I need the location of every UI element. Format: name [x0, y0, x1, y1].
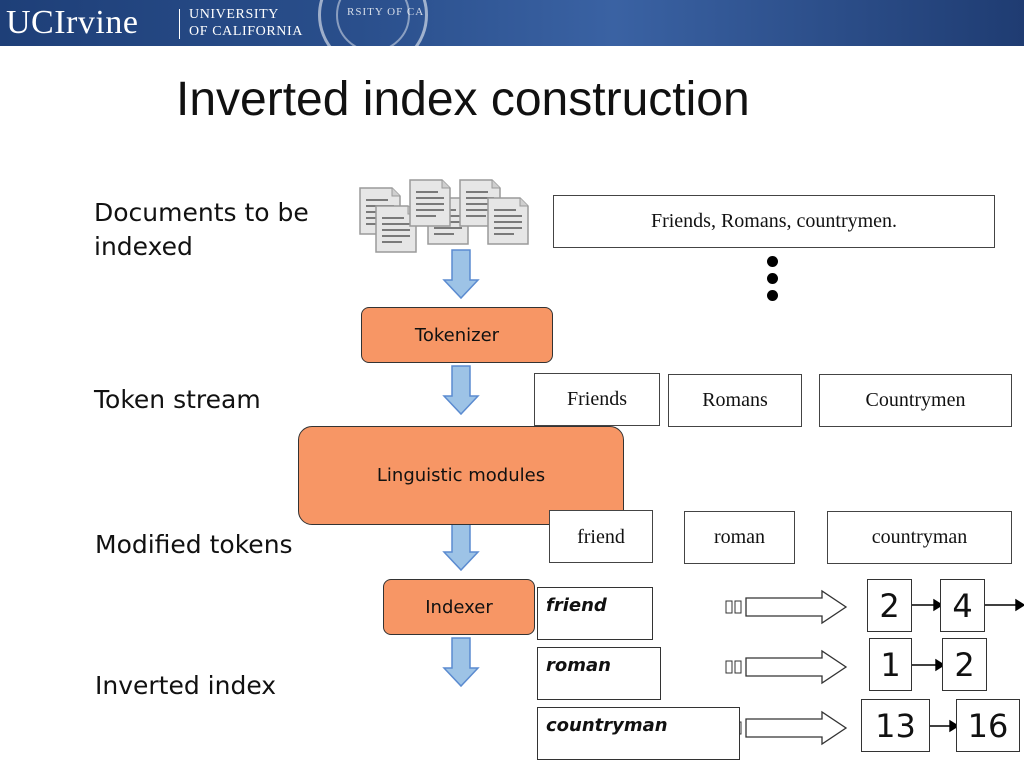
postings-pointer-friend: [725, 590, 847, 624]
seal-text: RSITY OF CA: [347, 6, 425, 18]
posting-friend-2: 4: [940, 579, 985, 632]
uci-logo: UCIrvine: [6, 4, 139, 41]
token-countrymen: Countrymen: [819, 374, 1012, 427]
token-romans: Romans: [668, 374, 802, 427]
posting-roman-1: 1: [869, 638, 912, 691]
modified-token-friend: friend: [549, 510, 653, 563]
ellipsis-dot: [767, 290, 778, 301]
university-name: UNIVERSITY OF CALIFORNIA: [189, 6, 303, 40]
linguistic-modules-box: Linguistic modules: [298, 426, 624, 525]
index-term-roman: roman: [537, 647, 661, 700]
university-seal-icon: [318, 0, 428, 46]
label-inverted-index: Inverted index: [95, 671, 277, 700]
postings-pointer-roman: [725, 650, 847, 684]
logo-divider: [179, 9, 180, 39]
university-name-line2: OF CALIFORNIA: [189, 24, 303, 39]
posting-link-arrowhead: [1015, 598, 1024, 612]
postings-pointer-countryman: [725, 711, 847, 745]
label-modified-tokens: Modified tokens: [95, 530, 293, 559]
posting-friend-1: 2: [867, 579, 912, 632]
university-name-line1: UNIVERSITY: [189, 7, 279, 22]
posting-countryman-1: 13: [861, 699, 930, 752]
index-term-friend: friend: [537, 587, 653, 640]
posting-countryman-2: 16: [956, 699, 1020, 752]
modified-token-roman: roman: [684, 511, 795, 564]
indexer-box: Indexer: [383, 579, 535, 635]
label-documents: Documents to be indexed: [94, 198, 309, 261]
ellipsis-dot: [767, 273, 778, 284]
label-token-stream: Token stream: [94, 385, 261, 414]
token-friends: Friends: [534, 373, 660, 426]
tokenizer-box: Tokenizer: [361, 307, 553, 363]
flow-arrow-tokenizer-to-linguistic: [443, 365, 479, 415]
modified-token-countryman: countryman: [827, 511, 1012, 564]
document-stack-icon: [359, 179, 529, 253]
ellipsis-dot: [767, 256, 778, 267]
posting-link-arrowhead: [949, 719, 960, 733]
flow-arrow-indexer-to-index: [443, 637, 479, 687]
document-text-box: Friends, Romans, countrymen.: [553, 195, 995, 248]
university-banner: RSITY OF CA UCIrvine UNIVERSITY OF CALIF…: [0, 0, 1024, 46]
page-title: Inverted index construction: [176, 73, 750, 126]
posting-link-arrowhead: [935, 658, 946, 672]
posting-roman-2: 2: [942, 638, 987, 691]
index-term-countryman: countryman: [537, 707, 740, 760]
posting-link-arrowhead: [933, 598, 944, 612]
university-seal-inner-icon: [336, 0, 410, 46]
flow-arrow-docs-to-tokenizer: [443, 249, 479, 299]
flow-arrow-linguistic-to-indexer: [443, 521, 479, 571]
